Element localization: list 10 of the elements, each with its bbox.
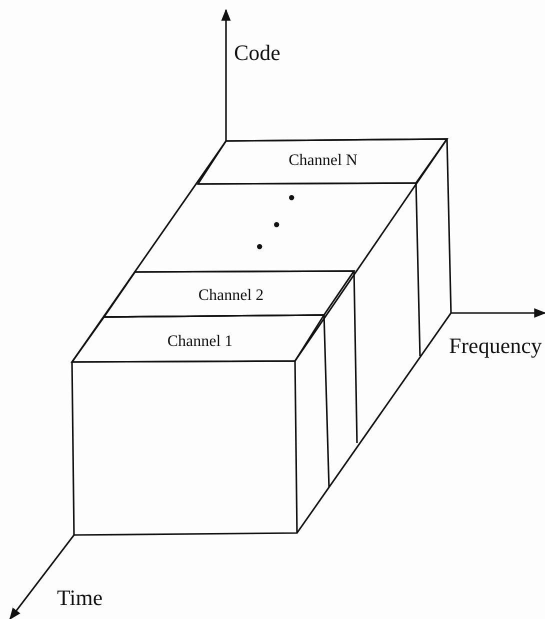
axis-label: Code (234, 42, 280, 64)
channel-band (72, 315, 324, 362)
channel-label: Channel N (288, 153, 358, 169)
axis-label: Time (57, 587, 103, 609)
cuboid-outline (72, 139, 451, 535)
axis-label: Frequency (449, 335, 542, 357)
channel-band (198, 139, 447, 184)
channel-band (104, 271, 354, 317)
channel-label: Channel 1 (167, 334, 233, 350)
channel-label: Channel 2 (198, 288, 264, 304)
